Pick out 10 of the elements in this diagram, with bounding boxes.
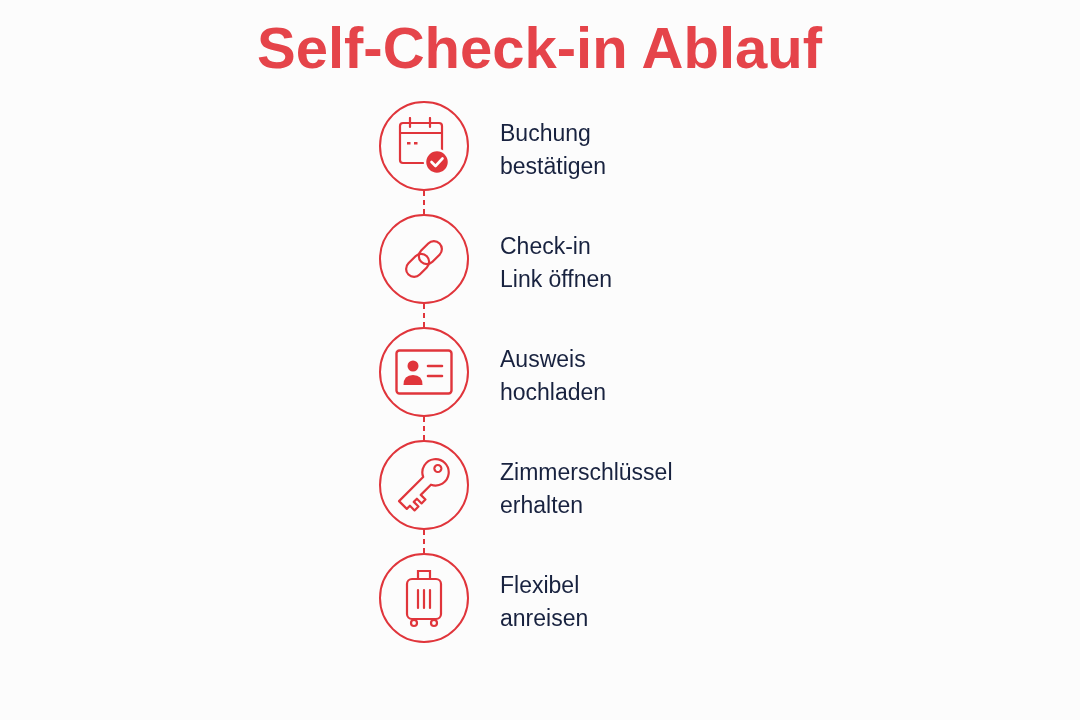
step-label: Check-in Link öffnen [500, 232, 614, 294]
step-label: Zimmerschlüssel erhalten [500, 458, 674, 520]
step-label: Ausweis hochladen [500, 345, 608, 407]
step-label: Flexibel anreisen [500, 571, 590, 633]
dashed-connector [423, 529, 425, 554]
step-label: Buchung bestätigen [500, 119, 608, 181]
title: Self-Check-in Ablauf [257, 15, 823, 81]
dashed-connector [423, 190, 425, 215]
dashed-connector [423, 303, 425, 328]
dashed-connector [423, 416, 425, 441]
